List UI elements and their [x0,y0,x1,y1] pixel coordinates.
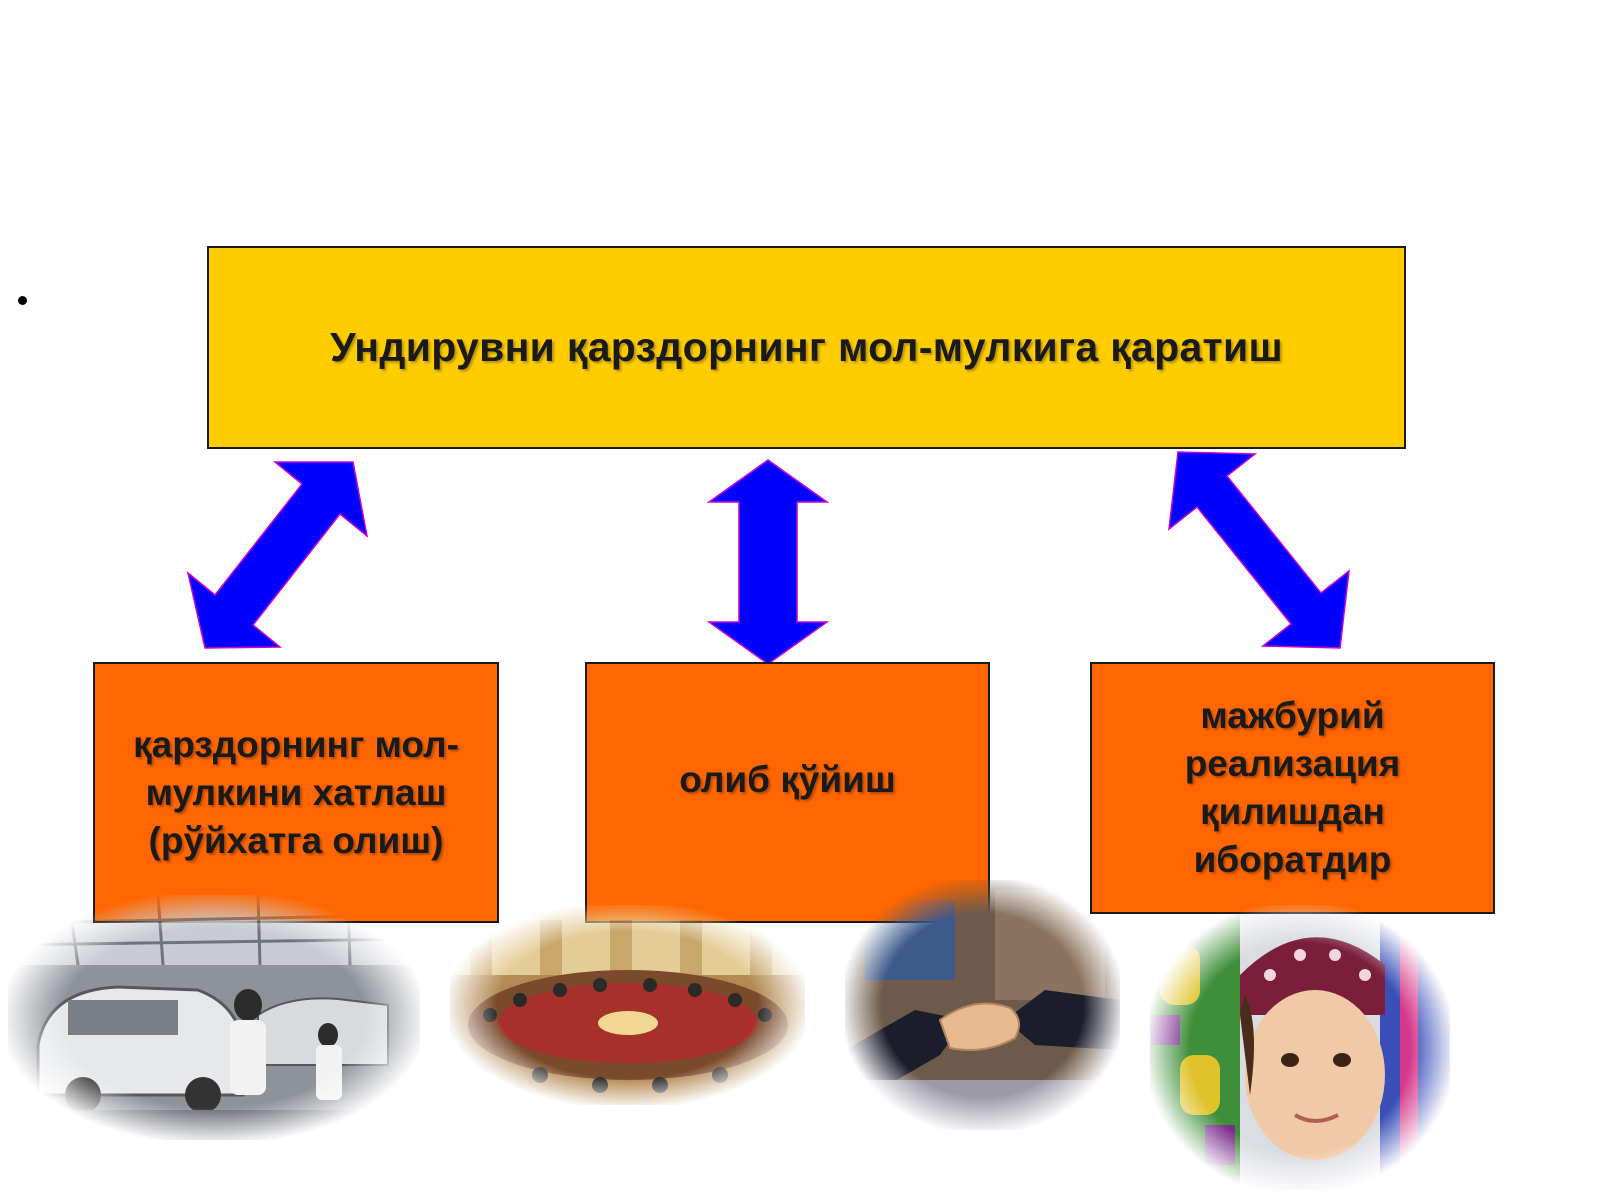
conference-hall-photo [450,905,805,1105]
handshake-photo [845,880,1120,1130]
confiscation-label: олиб қўйиш [679,758,896,800]
child-with-fabric-photo [1150,905,1450,1190]
double-arrow-center [706,459,830,665]
main-concept-box: Ундирувни қарздорнинг мол-мулкига қарати… [207,246,1406,449]
seizure-inventory-box: қарздорнинг мол- мулкини хатлаш (рўйхатг… [93,662,499,923]
forced-sale-box: мажбурий реализация қилишдан иборатдир [1090,662,1495,914]
main-concept-label: Ундирувни қарздорнинг мол-мулкига қарати… [330,324,1283,370]
forced-sale-label: мажбурий реализация қилишдан иборатдир [1184,695,1401,880]
double-arrow-right [1168,451,1350,649]
bullet-point [18,296,27,305]
confiscation-box: олиб қўйиш [585,662,990,923]
seizure-inventory-label: қарздорнинг мол- мулкини хатлаш (рўйхатг… [133,723,459,861]
double-arrow-left [186,461,369,649]
car-factory-photo [8,895,420,1140]
